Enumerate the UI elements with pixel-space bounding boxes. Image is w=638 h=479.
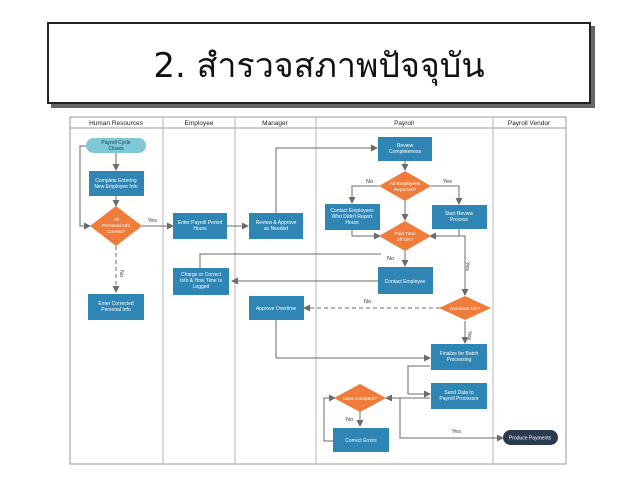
edge-label-yes-reported: Yes — [443, 179, 452, 185]
process-charge-correct: Charge or Correct Info & How Time Is Log… — [173, 268, 229, 295]
decision-data-accepted: Data Accepted? — [334, 384, 386, 412]
svg-text:Completeness: Completeness — [389, 149, 421, 155]
edge-label-yes: Yes — [148, 218, 157, 224]
svg-text:Closes: Closes — [108, 146, 124, 152]
process-finalize-batch: Finalize for Batch Processing — [431, 344, 487, 370]
lane-header-vendor: Payroll Vendor — [508, 120, 551, 127]
decision-paid-time-off: Paid Time off OK? — [379, 221, 431, 251]
process-send-data: Send Data to Payroll Processor — [431, 383, 487, 409]
svg-text:Review & Approve: Review & Approve — [256, 220, 297, 226]
edge-label-yes-overtime: Yes — [466, 331, 472, 340]
svg-text:Paid Time: Paid Time — [394, 231, 416, 237]
edge-label-no-pto: No — [387, 256, 394, 262]
svg-text:Enter Corrected: Enter Corrected — [98, 301, 134, 307]
decision-overtime-ok: Overtime OK? — [439, 296, 491, 320]
svg-text:Overtime OK?: Overtime OK? — [450, 306, 481, 312]
svg-text:Review: Review — [397, 143, 414, 149]
svg-text:New Employee Info: New Employee Info — [94, 184, 138, 190]
svg-text:Contact Employee: Contact Employee — [385, 279, 426, 285]
svg-text:Produce Payments: Produce Payments — [509, 436, 552, 442]
process-contact-not-report: Contact Employees Who Didn't Report Hour… — [325, 204, 380, 230]
process-review-completeness: Review Completeness — [378, 137, 432, 161]
svg-text:off OK?: off OK? — [397, 237, 414, 243]
edge-label-no-reported: No — [366, 179, 373, 185]
svg-text:Payroll Processor: Payroll Processor — [439, 396, 479, 402]
svg-text:All Employees: All Employees — [390, 181, 421, 187]
page-title: 2. สำรวจสภาพปัจจุบัน — [153, 46, 485, 86]
svg-text:Data Accepted?: Data Accepted? — [343, 396, 377, 402]
svg-text:Contact Employees: Contact Employees — [330, 208, 374, 214]
lane-header-hr: Human Resources — [89, 120, 144, 127]
process-correct-errors: Correct Errors — [333, 428, 389, 452]
svg-text:Charge or Correct: Charge or Correct — [181, 272, 222, 278]
edge-label-yes-pto: Yes — [464, 262, 470, 271]
svg-text:Hours: Hours — [193, 226, 207, 232]
svg-text:Processing: Processing — [447, 357, 472, 363]
svg-text:Personal Info: Personal Info — [101, 307, 131, 313]
process-approve-overtime: Approve Overtime — [249, 296, 304, 320]
process-contact-employee: Contact Employee — [378, 267, 433, 294]
svg-text:Complete Entering: Complete Entering — [95, 178, 137, 184]
svg-text:All: All — [113, 217, 118, 223]
lane-frame — [69, 116, 567, 465]
svg-text:Start Review: Start Review — [445, 211, 474, 217]
terminal-produce-payments: Produce Payments — [503, 430, 558, 445]
svg-text:Send Data to: Send Data to — [444, 390, 473, 396]
svg-text:Process: Process — [450, 217, 469, 223]
lane-header-manager: Manager — [262, 120, 288, 127]
svg-text:Hours: Hours — [345, 220, 359, 226]
lane-header-payroll: Payroll — [394, 120, 414, 127]
decision-personal-info-correct: All Personal Info Correct? — [90, 206, 142, 246]
lane-header-employee: Employee — [185, 120, 214, 127]
start-node-payroll-cycle: Payroll Cycle Closes — [86, 138, 146, 153]
svg-text:Enter Payroll Period: Enter Payroll Period — [178, 220, 223, 226]
process-enter-corrected: Enter Corrected Personal Info — [88, 294, 144, 320]
process-enter-period-hours: Enter Payroll Period Hours — [173, 213, 227, 239]
svg-text:Payroll Cycle: Payroll Cycle — [101, 140, 130, 146]
svg-text:Who Didn't Report: Who Didn't Report — [332, 214, 373, 220]
process-complete-entering: Complete Entering New Employee Info — [89, 171, 144, 196]
edge-label-no: No — [118, 270, 124, 277]
connectors — [79, 144, 504, 442]
svg-text:Info & How Time Is: Info & How Time Is — [180, 278, 222, 284]
svg-text:Approve Overtime: Approve Overtime — [256, 306, 297, 312]
svg-text:Personal Info: Personal Info — [102, 223, 131, 229]
svg-text:Correct Errors: Correct Errors — [345, 438, 377, 444]
decision-all-reported: All Employees Reported? — [379, 171, 431, 201]
svg-text:Reported?: Reported? — [394, 187, 417, 193]
svg-text:Logged: Logged — [193, 284, 210, 290]
svg-text:as Needed: as Needed — [264, 226, 288, 232]
title-box: 2. สำรวจสภาพปัจจุบัน — [47, 22, 591, 104]
svg-text:Correct?: Correct? — [107, 229, 126, 235]
process-review-approve: Review & Approve as Needed — [249, 213, 303, 239]
edge-label-no-accepted: No — [346, 417, 353, 423]
edge-label-yes-accepted: Yes — [452, 429, 461, 435]
svg-text:Finalize for Batch: Finalize for Batch — [440, 351, 479, 357]
process-start-review: Start Review Process — [432, 205, 487, 229]
edge-label-no-overtime: No — [364, 299, 371, 305]
